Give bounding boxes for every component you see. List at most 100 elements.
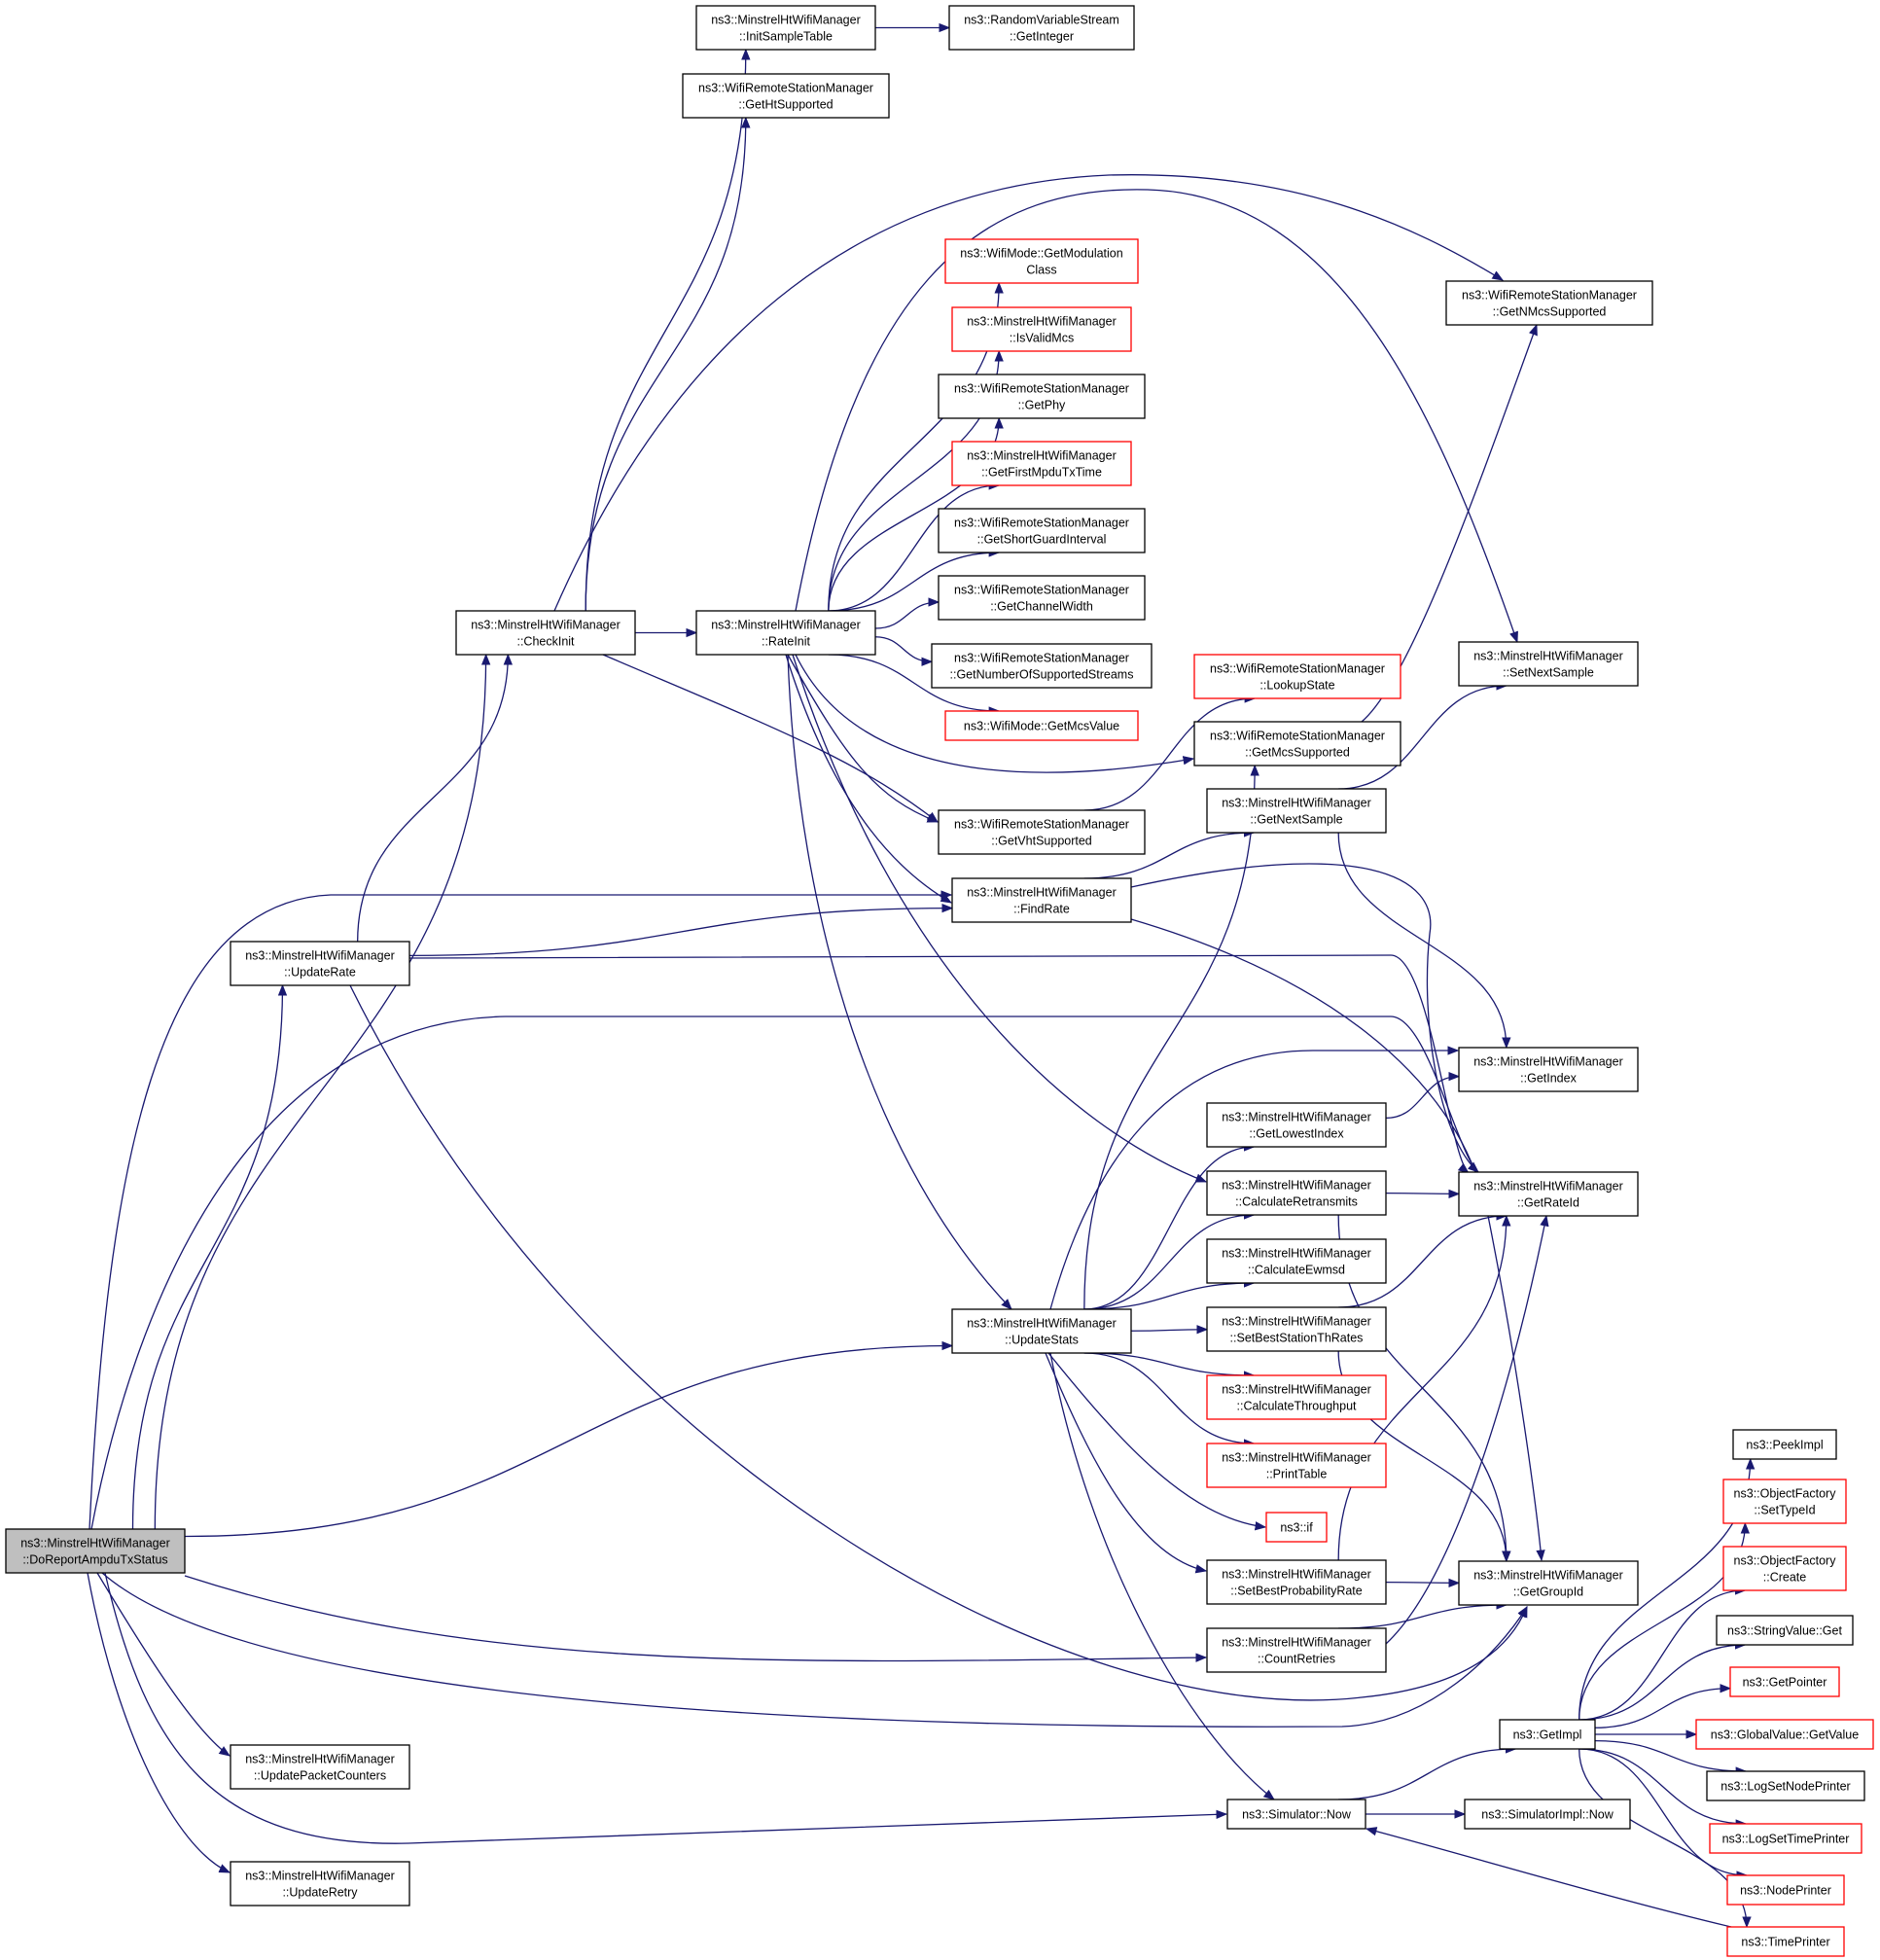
node-ewmsd[interactable]: ns3::MinstrelHtWifiManager::CalculateEwm… [1206, 1238, 1387, 1284]
node-getphy[interactable]: ns3::WifiRemoteStationManager::GetPhy [938, 374, 1146, 419]
node-label-line: ns3::NodePrinter [1740, 1884, 1831, 1898]
node-getinteger[interactable]: ns3::RandomVariableStream::GetInteger [948, 5, 1135, 51]
node-getpointer[interactable]: ns3::GetPointer [1729, 1666, 1840, 1697]
node-getnext[interactable]: ns3::MinstrelHtWifiManager::GetNextSampl… [1206, 788, 1387, 834]
node-calcret[interactable]: ns3::MinstrelHtWifiManager::CalculateRet… [1206, 1170, 1387, 1216]
node-vht[interactable]: ns3::WifiRemoteStationManager::GetVhtSup… [938, 809, 1146, 855]
call-edge-updatestats-to-lowest [1083, 1142, 1256, 1310]
node-nmcs[interactable]: ns3::WifiRemoteStationManager::GetNMcsSu… [1445, 280, 1653, 326]
node-box [931, 643, 1153, 689]
node-bestprob[interactable]: ns3::MinstrelHtWifiManager::SetBestProba… [1206, 1559, 1387, 1605]
node-updaterate[interactable]: ns3::MinstrelHtWifiManager::UpdateRate [230, 941, 410, 986]
node-lognode[interactable]: ns3::LogSetNodePrinter [1706, 1770, 1865, 1801]
node-label-line: ns3::MinstrelHtWifiManager [1222, 1111, 1371, 1124]
node-label-line: ns3::MinstrelHtWifiManager [1473, 1180, 1623, 1194]
node-isvalid[interactable]: ns3::MinstrelHtWifiManager::IsValidMcs [951, 306, 1132, 352]
node-lookup[interactable]: ns3::WifiRemoteStationManager::LookupSta… [1193, 654, 1401, 699]
node-label-line: ns3::MinstrelHtWifiManager [967, 1317, 1117, 1331]
node-label-line: ::CalculateRetransmits [1235, 1195, 1358, 1209]
node-box [1206, 1559, 1387, 1605]
node-box [1206, 1443, 1387, 1488]
node-label-line: ::GetGroupId [1513, 1586, 1583, 1599]
node-label-line: ns3::WifiRemoteStationManager [1210, 662, 1385, 676]
node-label-line: ns3::MinstrelHtWifiManager [20, 1537, 170, 1550]
node-box [1722, 1479, 1847, 1524]
node-label-line: ns3::MinstrelHtWifiManager [1222, 1383, 1371, 1397]
call-edge-rateinit-to-chwidth [874, 597, 940, 629]
node-label-line: ns3::WifiRemoteStationManager [1210, 730, 1385, 743]
node-simnow[interactable]: ns3::Simulator::Now [1226, 1799, 1366, 1830]
node-gvget[interactable]: ns3::GlobalValue::GetValue [1695, 1719, 1874, 1750]
node-calcth[interactable]: ns3::MinstrelHtWifiManager::CalculateThr… [1206, 1374, 1387, 1420]
node-mcssup[interactable]: ns3::WifiRemoteStationManager::GetMcsSup… [1193, 721, 1401, 766]
node-label-line: ::IsValidMcs [1010, 332, 1074, 345]
node-getindex[interactable]: ns3::MinstrelHtWifiManager::GetIndex [1458, 1047, 1639, 1092]
node-label-line: ::RateInit [762, 635, 811, 649]
node-mcsvalue[interactable]: ns3::WifiMode::GetMcsValue [944, 710, 1139, 741]
node-label-line: ns3::StringValue::Get [1727, 1624, 1842, 1638]
node-updateretry[interactable]: ns3::MinstrelHtWifiManager::UpdateRetry [230, 1861, 410, 1907]
node-checkinit[interactable]: ns3::MinstrelHtWifiManager::CheckInit [455, 610, 636, 656]
node-groupid[interactable]: ns3::MinstrelHtWifiManager::GetGroupId [1458, 1560, 1639, 1606]
node-lowest[interactable]: ns3::MinstrelHtWifiManager::GetLowestInd… [1206, 1102, 1387, 1148]
node-initsample[interactable]: ns3::MinstrelHtWifiManager::InitSampleTa… [695, 5, 876, 51]
node-findrate[interactable]: ns3::MinstrelHtWifiManager::FindRate [951, 877, 1132, 923]
node-label-line: ::GetNMcsSupported [1493, 305, 1607, 319]
node-label-line: ns3::MinstrelHtWifiManager [1222, 1247, 1371, 1261]
node-getht[interactable]: ns3::WifiRemoteStationManager::GetHtSupp… [682, 73, 890, 119]
node-chwidth[interactable]: ns3::WifiRemoteStationManager::GetChanne… [938, 575, 1146, 621]
node-firstmpdu[interactable]: ns3::MinstrelHtWifiManager::GetFirstMpdu… [951, 441, 1132, 486]
node-root[interactable]: ns3::MinstrelHtWifiManager::DoReportAmpd… [5, 1528, 186, 1574]
node-label-line: ns3::MinstrelHtWifiManager [1473, 1055, 1623, 1069]
node-box [1206, 1102, 1387, 1148]
node-label-line: ns3::TimePrinter [1741, 1936, 1829, 1949]
node-rateid[interactable]: ns3::MinstrelHtWifiManager::GetRateId [1458, 1171, 1639, 1217]
node-label-line: ::LookupState [1259, 679, 1334, 693]
node-label-line: ::FindRate [1013, 903, 1070, 916]
node-label-line: ns3::WifiRemoteStationManager [698, 82, 873, 95]
call-edge-updatestats-to-mcssup [1083, 764, 1259, 1310]
node-label-line: ns3::GetPointer [1743, 1676, 1827, 1690]
node-label-line: ::GetHtSupported [738, 98, 833, 112]
node-box [944, 710, 1139, 741]
node-create[interactable]: ns3::ObjectFactory::Create [1722, 1546, 1847, 1591]
node-shortgi[interactable]: ns3::WifiRemoteStationManager::GetShortG… [938, 508, 1146, 553]
node-logtime[interactable]: ns3::LogSetTimePrinter [1709, 1823, 1862, 1854]
node-updatepkt[interactable]: ns3::MinstrelHtWifiManager::UpdatePacket… [230, 1744, 410, 1790]
node-label-line: ns3::WifiRemoteStationManager [954, 818, 1129, 832]
call-edge-getnext-to-getindex [1337, 832, 1511, 1050]
node-label-line: ::InitSampleTable [739, 30, 833, 44]
node-box [1695, 1719, 1874, 1750]
node-countret[interactable]: ns3::MinstrelHtWifiManager::CountRetries [1206, 1627, 1387, 1673]
call-edge-vht-to-lookup [1083, 694, 1257, 811]
call-edge-bestth-to-rateid [1338, 1211, 1508, 1308]
node-rateinit[interactable]: ns3::MinstrelHtWifiManager::RateInit [695, 610, 876, 656]
node-box [951, 877, 1132, 923]
call-edge-rateinit-to-calcret [792, 654, 1208, 1183]
call-edge-getimpl-to-nodeprinter [1578, 1748, 1749, 1880]
node-implnow[interactable]: ns3::SimulatorImpl::Now [1464, 1799, 1631, 1830]
call-edge-rateinit-to-updatestats [787, 654, 1012, 1310]
call-edge-findrate-to-rateid [1130, 863, 1479, 1173]
node-label-line: ns3::MinstrelHtWifiManager [1222, 1451, 1371, 1465]
node-numstreams[interactable]: ns3::WifiRemoteStationManager::GetNumber… [931, 643, 1153, 689]
node-if[interactable]: ns3::if [1265, 1512, 1328, 1543]
node-strget[interactable]: ns3::StringValue::Get [1716, 1615, 1854, 1646]
node-setnext[interactable]: ns3::MinstrelHtWifiManager::SetNextSampl… [1458, 641, 1639, 687]
node-bestth[interactable]: ns3::MinstrelHtWifiManager::SetBestStati… [1206, 1306, 1387, 1352]
node-label-line: ns3::MinstrelHtWifiManager [967, 886, 1117, 900]
node-label-line: ns3::MinstrelHtWifiManager [1222, 1636, 1371, 1650]
node-label-line: ::GetNumberOfSupportedStreams [950, 668, 1134, 682]
node-timeprinter[interactable]: ns3::TimePrinter [1726, 1926, 1845, 1957]
node-updatestats[interactable]: ns3::MinstrelHtWifiManager::UpdateStats [951, 1308, 1132, 1354]
node-box [938, 508, 1146, 553]
node-getimpl[interactable]: ns3::GetImpl [1499, 1719, 1596, 1750]
call-edge-getimpl-to-create [1578, 1586, 1747, 1721]
node-peekimpl[interactable]: ns3::PeekImpl [1732, 1429, 1837, 1460]
node-settypeid[interactable]: ns3::ObjectFactory::SetTypeId [1722, 1479, 1847, 1524]
node-printtable[interactable]: ns3::MinstrelHtWifiManager::PrintTable [1206, 1443, 1387, 1488]
node-nodeprinter[interactable]: ns3::NodePrinter [1726, 1874, 1845, 1906]
call-edge-updatestats-to-printtable [1083, 1352, 1256, 1448]
